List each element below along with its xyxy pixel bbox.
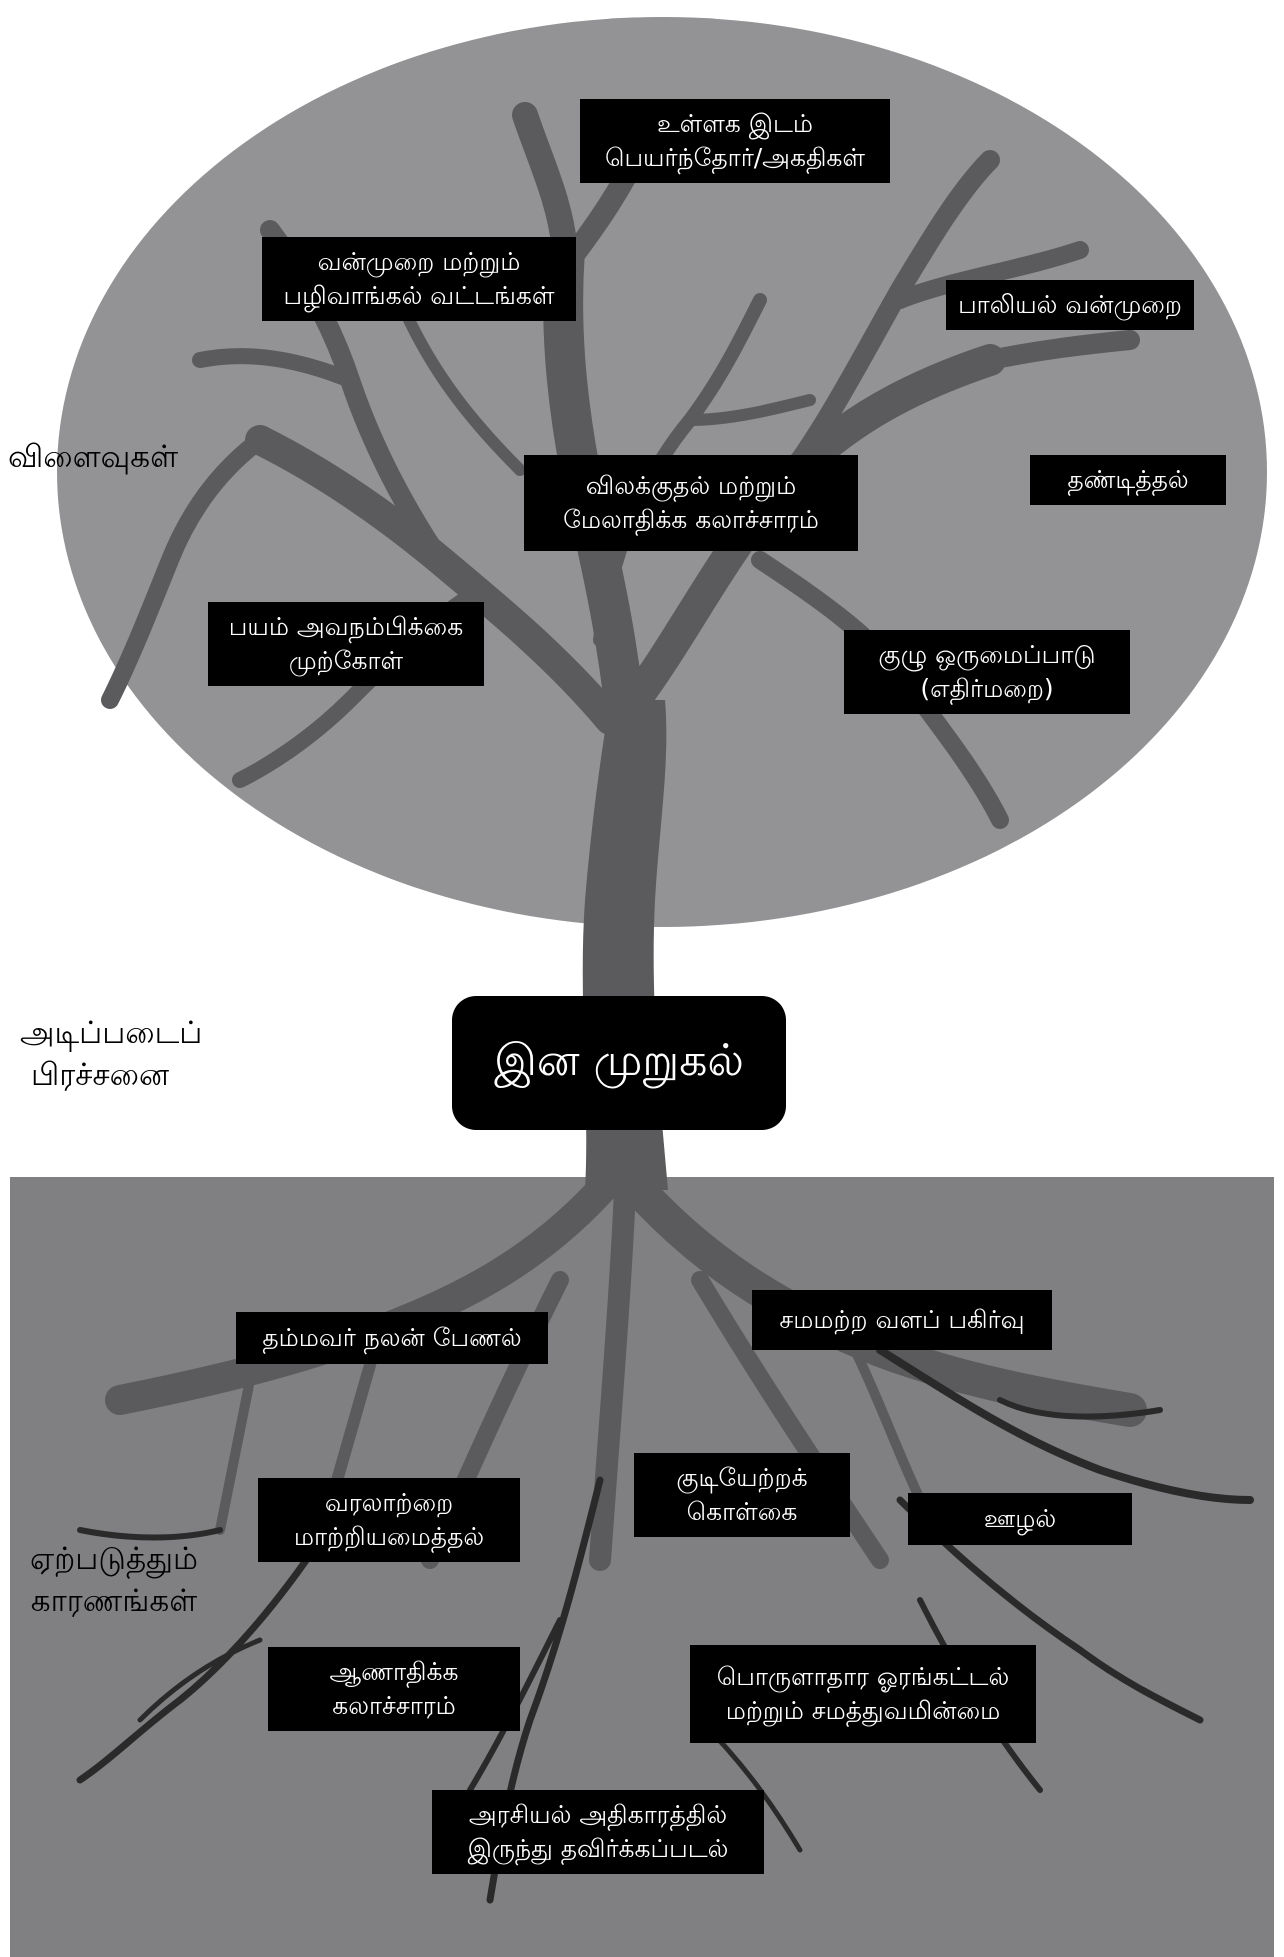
core-section-label: அடிப்படைப் பிரச்சனை bbox=[20, 1015, 203, 1093]
core-problem-box: இன முறுகல் bbox=[452, 996, 786, 1130]
cause-box-political-exclusion: அரசியல் அதிகாரத்தில் இருந்து தவிர்க்கப்ப… bbox=[432, 1790, 764, 1874]
effect-box-punishment: தண்டித்தல் bbox=[1030, 455, 1226, 505]
effect-box-exclusion: விலக்குதல் மற்றும் மேலாதிக்க கலாச்சாரம் bbox=[524, 455, 858, 551]
effect-box-fear-distrust: பயம் அவநம்பிக்கை முற்கோள் bbox=[208, 602, 484, 686]
cause-box-economic-marginalization: பொருளாதார ஓரங்கட்டல் மற்றும் சமத்துவமின்… bbox=[690, 1645, 1036, 1743]
effects-section-label: விளைவுகள் bbox=[8, 439, 179, 475]
causes-section-label: ஏற்படுத்தும் காரணங்கள் bbox=[30, 1541, 198, 1619]
effect-box-sexual-violence: பாலியல் வன்முறை bbox=[946, 280, 1194, 330]
cause-box-self-interest: தம்மவர் நலன் பேணல் bbox=[236, 1312, 548, 1364]
effect-box-violence-cycles: வன்முறை மற்றும் பழிவாங்கல் வட்டங்கள் bbox=[262, 237, 576, 321]
effect-box-displaced: உள்ளக இடம் பெயர்ந்தோர்/அகதிகள் bbox=[580, 99, 890, 183]
cause-box-corruption: ஊழல் bbox=[908, 1493, 1132, 1545]
cause-box-patriarchy: ஆணாதிக்க கலாச்சாரம் bbox=[268, 1647, 520, 1731]
cause-box-unequal-resources: சமமற்ற வளப் பகிர்வு bbox=[752, 1290, 1052, 1350]
core-problem-label: இன முறுகல் bbox=[494, 1034, 744, 1086]
effect-box-group-solidarity: குழு ஒருமைப்பாடு (எதிர்மறை) bbox=[844, 630, 1130, 714]
cause-box-rewriting-history: வரலாற்றை மாற்றியமைத்தல் bbox=[258, 1478, 520, 1562]
cause-box-settlement-policy: குடியேற்றக் கொள்கை bbox=[634, 1453, 850, 1537]
